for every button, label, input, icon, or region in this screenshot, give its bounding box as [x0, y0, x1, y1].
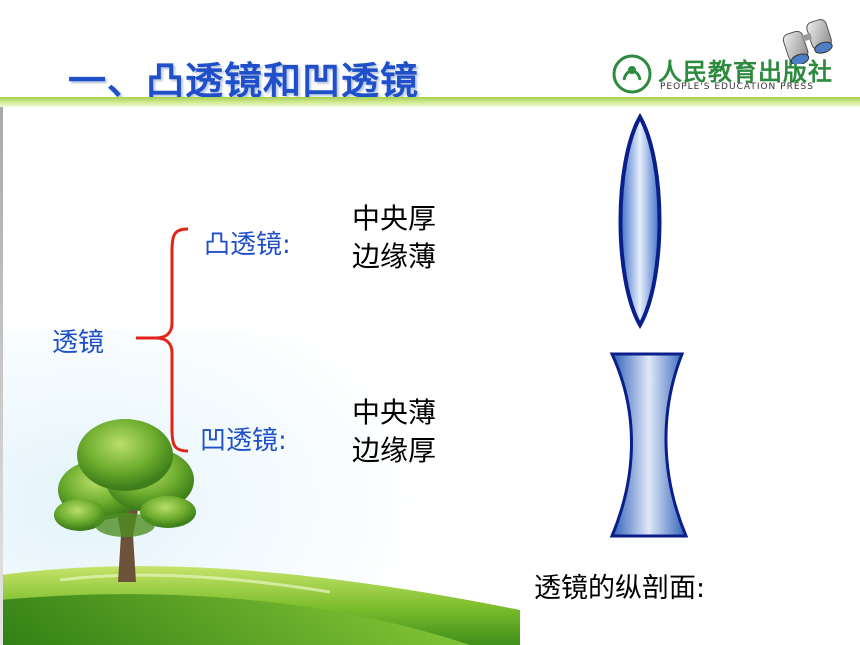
- convex-lens-cross-section: [618, 113, 662, 329]
- concave-description: 中央薄 边缘厚: [352, 394, 436, 470]
- binoculars-icon: [782, 18, 833, 64]
- logo-english-text: PEOPLE'S EDUCATION PRESS: [660, 82, 814, 92]
- seal-icon: [612, 54, 652, 94]
- red-brace: [136, 227, 189, 453]
- concave-lens-cross-section: [609, 352, 689, 538]
- tree-scenery-illustration: [0, 330, 520, 645]
- page-title: 一、凸透镜和凹透镜: [68, 59, 420, 103]
- concave-desc-line2: 边缘厚: [352, 434, 437, 467]
- convex-desc-line2: 边缘薄: [352, 240, 437, 273]
- left-edge-line: [0, 107, 3, 645]
- convex-desc-line1: 中央厚: [352, 202, 437, 235]
- cross-section-caption: 透镜的纵剖面:: [534, 573, 706, 604]
- concave-desc-line1: 中央薄: [352, 396, 437, 429]
- convex-description: 中央厚 边缘薄: [352, 200, 436, 276]
- convex-lens-label: 凸透镜:: [204, 230, 291, 260]
- concave-lens-label: 凹透镜:: [200, 426, 287, 456]
- root-label-lens: 透镜: [52, 328, 105, 358]
- header-divider: [0, 97, 860, 107]
